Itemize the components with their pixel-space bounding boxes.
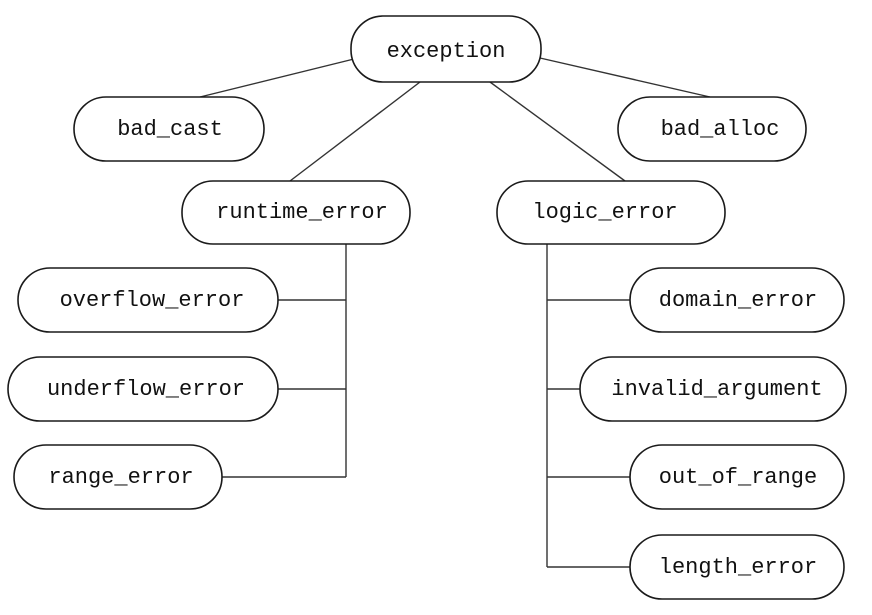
node-label-out-of-range: out_of_range — [659, 465, 817, 490]
edge-exception-logic-error — [489, 81, 626, 182]
node-label-bad-alloc: bad_alloc — [661, 117, 780, 142]
node-label-length-error: length_error — [659, 555, 817, 580]
node-label-bad-cast: bad_cast — [117, 117, 223, 142]
node-range-error: range_error — [13, 444, 223, 510]
node-overflow-error: overflow_error — [17, 267, 279, 333]
node-bad-cast: bad_cast — [73, 96, 265, 162]
node-label-invalid-argument: invalid_argument — [611, 377, 822, 402]
edge-exception-runtime-error — [289, 81, 421, 182]
node-out-of-range: out_of_range — [629, 444, 845, 510]
node-label-domain-error: domain_error — [659, 288, 817, 313]
node-exception: exception — [350, 15, 542, 83]
node-label-range-error: range_error — [48, 465, 193, 490]
edges — [199, 57, 711, 568]
edge-exception-bad-cast — [199, 57, 359, 98]
node-logic-error: logic_error — [496, 180, 726, 245]
node-domain-error: domain_error — [629, 267, 845, 333]
edge-exception-bad-alloc — [539, 57, 711, 98]
node-label-overflow-error: overflow_error — [60, 288, 245, 313]
node-length-error: length_error — [629, 534, 845, 600]
node-label-underflow-error: underflow_error — [47, 377, 245, 402]
node-label-logic-error: logic_error — [532, 200, 677, 225]
node-runtime-error: runtime_error — [181, 180, 411, 245]
node-label-exception: exception — [387, 39, 506, 64]
node-bad-alloc: bad_alloc — [617, 96, 807, 162]
node-underflow-error: underflow_error — [7, 356, 279, 422]
node-label-runtime-error: runtime_error — [216, 200, 388, 225]
node-invalid-argument: invalid_argument — [579, 356, 847, 422]
